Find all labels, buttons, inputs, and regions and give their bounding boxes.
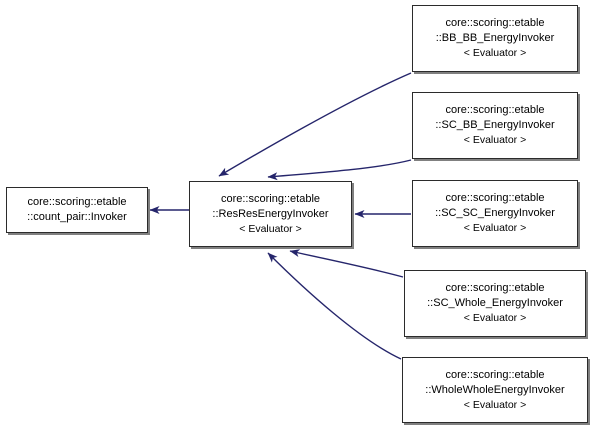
class-node-sc-sc-energy-invoker[interactable]: core::scoring::etable ::SC_SC_EnergyInvo… [412,180,578,247]
class-node-line-2: ::SC_Whole_EnergyInvoker [427,297,563,309]
class-node-line-1: core::scoring::etable [445,282,545,294]
class-node-template-param: < Evaluator > [463,134,527,146]
class-node-template-param: < Evaluator > [463,398,527,411]
class-node-template-param: < Evaluator > [239,222,302,235]
class-node-line-1: core::scoring::etable [445,17,545,29]
class-node-line-2: ::SC_BB_EnergyInvoker [435,119,555,131]
class-node-line-2: ::BB_BB_EnergyInvoker [435,32,555,44]
class-node-line-1: core::scoring::etable [445,368,545,381]
class-node-line-1: core::scoring::etable [220,192,321,205]
class-node-whole-whole-energy-invoker[interactable]: core::scoring::etable ::WholeWholeEnergy… [402,357,588,423]
class-node-line-1: core::scoring::etable [27,196,127,208]
class-node-count-pair-invoker[interactable]: core::scoring::etable ::count_pair::Invo… [6,187,148,233]
edge-sc-bb-to-center [267,159,412,181]
edge-whole-whole-to-center [267,252,402,360]
class-node-resres-energy-invoker[interactable]: core::scoring::etable ::ResResEnergyInvo… [189,181,352,247]
class-node-line-2: ::SC_SC_EnergyInvoker [435,207,555,219]
class-node-line-2: ::WholeWholeEnergyInvoker [425,383,565,396]
edge-bb-bb-to-center [218,72,412,177]
class-node-line-2: ::ResResEnergyInvoker [212,207,329,220]
class-node-sc-whole-energy-invoker[interactable]: core::scoring::etable ::SC_Whole_EnergyI… [404,270,586,337]
class-node-line-2: ::count_pair::Invoker [27,211,127,223]
class-node-line-1: core::scoring::etable [445,104,545,116]
class-node-sc-bb-energy-invoker[interactable]: core::scoring::etable ::SC_BB_EnergyInvo… [412,92,578,159]
edge-sc-whole-to-center [289,249,404,278]
class-node-template-param: < Evaluator > [463,312,527,324]
class-node-template-param: < Evaluator > [463,222,527,234]
class-node-bb-bb-energy-invoker[interactable]: core::scoring::etable ::BB_BB_EnergyInvo… [412,5,578,72]
class-node-template-param: < Evaluator > [463,47,527,59]
class-node-line-1: core::scoring::etable [445,192,545,204]
